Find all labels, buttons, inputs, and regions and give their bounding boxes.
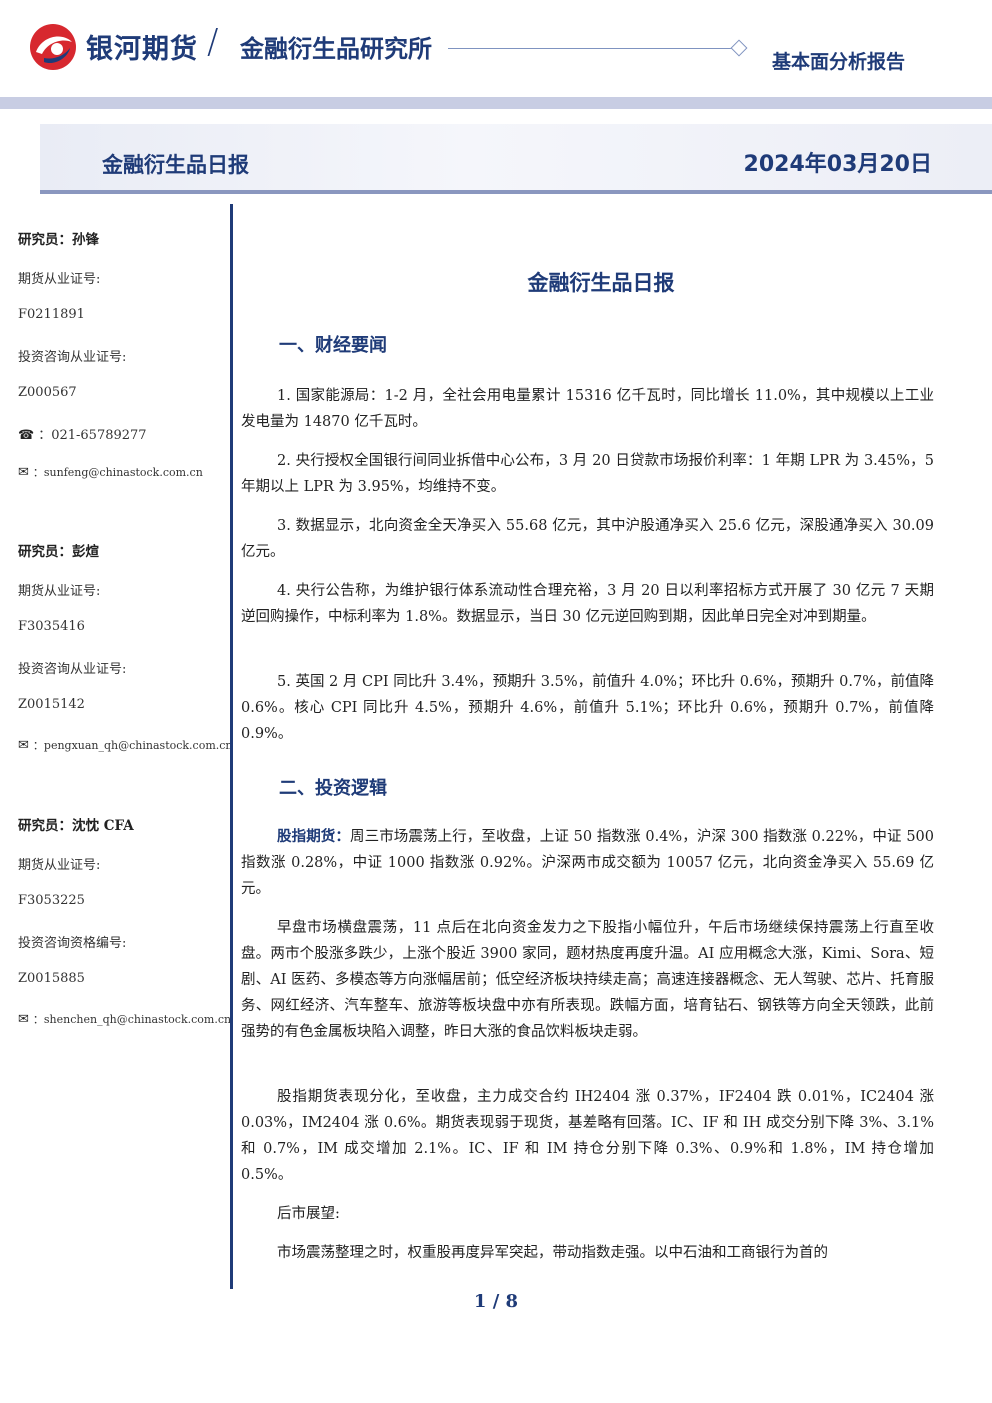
email-line: ✉：sunfeng@chinastock.com.cn — [18, 464, 203, 480]
document-title: 金融衍生品日报 — [527, 271, 675, 295]
report-date: 2024年03月20日 — [743, 152, 932, 177]
news-item: 2. 央行授权全国银行间同业拆借中心公布，3 月 20 日贷款市场报价利率：1 … — [241, 453, 934, 495]
outlook-label: 后市展望: — [277, 1206, 340, 1222]
license-label: 期货从业证号: — [18, 858, 101, 873]
license-number: F0211891 — [18, 307, 85, 322]
banner-underline — [40, 190, 992, 194]
analyst-name: 研究员：孙锋 — [18, 232, 99, 248]
galaxy-logo-icon — [30, 24, 76, 70]
news-item: 5. 英国 2 月 CPI 同比升 3.4%，预期升 3.5%，前值升 4.0%… — [241, 674, 934, 742]
phone-number: ：021-65789277 — [38, 428, 147, 443]
logic-paragraph: 早盘市场横盘震荡，11 点后在北向资金发力之下股指小幅位升，午后市场继续保持震荡… — [241, 920, 934, 1040]
news-item: 1. 国家能源局：1-2 月，全社会用电量累计 15316 亿千瓦时，同比增长 … — [241, 388, 934, 430]
news-item: 4. 央行公告称，为维护银行体系流动性合理充裕，3 月 20 日以利率招标方式开… — [241, 583, 934, 625]
license-number: F3035416 — [18, 619, 85, 634]
outlook-paragraph: 市场震荡整理之时，权重股再度异军突起，带动指数走强。以中石油和工商银行为首的 — [277, 1245, 828, 1261]
consult-label: 投资咨询从业证号: — [18, 350, 127, 365]
logic-paragraph: 股指期货表现分化，至收盘，主力成交合约 IH2404 涨 0.37%，IF240… — [241, 1089, 934, 1183]
report-header: 银河期货 / 金融衍生品研究所 基本面分析报告 — [0, 0, 992, 109]
phone-icon: ☎ — [18, 428, 35, 443]
logic-text: 周三市场震荡上行，至收盘，上证 50 指数涨 0.4%，沪深 300 指数涨 0… — [241, 829, 935, 897]
news-item: 3. 数据显示，北向资金全天净买入 55.68 亿元，其中沪股通净买入 25.6… — [241, 518, 934, 560]
page-number: 1 / 8 — [473, 1291, 519, 1312]
email-icon: ✉ — [18, 465, 29, 480]
email-address[interactable]: ：shenchen_qh@chinastock.com.cn — [32, 1013, 232, 1026]
phone-line: ☎：021-65789277 — [18, 424, 147, 443]
section-heading-logic: 二、投资逻辑 — [279, 778, 387, 799]
institute-name: 金融衍生品研究所 — [240, 35, 432, 63]
consult-number: Z0015885 — [18, 971, 85, 986]
consult-label: 投资咨询从业证号: — [18, 662, 127, 677]
consult-number: Z0015142 — [18, 697, 85, 712]
email-line: ✉：shenchen_qh@chinastock.com.cn — [18, 1011, 231, 1027]
section-heading-news: 一、财经要闻 — [279, 335, 387, 356]
consult-number: Z000567 — [18, 385, 77, 400]
header-band — [0, 97, 992, 109]
email-address[interactable]: ：sunfeng@chinastock.com.cn — [32, 466, 203, 479]
analyst-name: 研究员：沈忱 CFA — [18, 818, 134, 834]
logic-paragraph: 股指期货：周三市场震荡上行，至收盘，上证 50 指数涨 0.4%，沪深 300 … — [241, 824, 934, 902]
diamond-ornament-icon — [730, 39, 748, 57]
title-banner: 金融衍生品日报 2024年03月20日 — [40, 124, 992, 194]
brand-name: 银河期货 — [86, 34, 198, 65]
license-label: 期货从业证号: — [18, 584, 101, 599]
logic-lead: 股指期货： — [277, 828, 350, 845]
analyst-name: 研究员：彭煊 — [18, 544, 99, 560]
header-rule — [448, 48, 736, 49]
license-number: F3053225 — [18, 893, 85, 908]
consult-label: 投资咨询资格编号: — [18, 936, 127, 951]
banner-title: 金融衍生品日报 — [102, 153, 249, 177]
column-divider — [230, 204, 233, 1289]
license-label: 期货从业证号: — [18, 272, 101, 287]
report-type: 基本面分析报告 — [772, 51, 906, 73]
email-address[interactable]: ：pengxuan_qh@chinastock.com.cn — [32, 739, 233, 752]
email-icon: ✉ — [18, 738, 29, 753]
brand-slash: / — [207, 22, 219, 62]
email-icon: ✉ — [18, 1012, 29, 1027]
email-line: ✉：pengxuan_qh@chinastock.com.cn — [18, 737, 233, 753]
